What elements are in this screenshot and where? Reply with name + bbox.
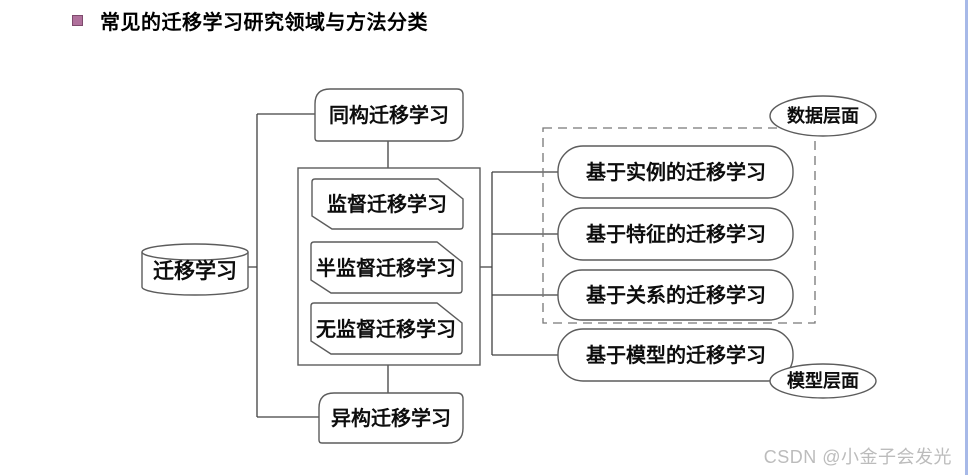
root-cylinder xyxy=(141,243,249,296)
heterogeneous-box xyxy=(318,392,464,444)
csdn-watermark: CSDN @小金子会发光 xyxy=(763,447,952,467)
cylinder-body xyxy=(141,252,249,296)
diagram-labels: 迁移学习 同构迁移学习 异构迁移学习 监督迁移学习 半监督迁移学习 无监督迁移学… xyxy=(153,103,859,430)
semi-supervised-card xyxy=(310,241,463,294)
instance-based-node xyxy=(557,145,794,199)
supervised-card xyxy=(311,178,464,230)
root-label: 迁移学习 xyxy=(153,259,237,283)
model-based-label: 基于模型的迁移学习 xyxy=(586,343,766,367)
data-level-label: 数据层面 xyxy=(787,105,859,126)
feature-based-label: 基于特征的迁移学习 xyxy=(586,222,766,246)
diagram-shapes xyxy=(141,88,877,444)
data-level-dashed-region xyxy=(542,127,816,324)
bullet-square xyxy=(72,15,83,26)
right-edge-strip xyxy=(965,0,968,475)
cylinder-top xyxy=(141,243,249,261)
title-bullet-icon xyxy=(72,15,83,26)
unsupervised-label: 无监督迁移学习 xyxy=(316,317,456,341)
instance-based-label: 基于实例的迁移学习 xyxy=(586,160,766,184)
page-title: 常见的迁移学习研究领域与方法分类 xyxy=(100,12,428,34)
title-row: 常见的迁移学习研究领域与方法分类 xyxy=(72,6,428,35)
supervised-label: 监督迁移学习 xyxy=(327,192,447,216)
model-level-badge xyxy=(769,363,877,399)
root-connector-line xyxy=(248,113,560,418)
relation-based-node xyxy=(557,269,794,321)
homogeneous-box xyxy=(314,88,464,142)
heterogeneous-label: 异构迁移学习 xyxy=(331,406,451,430)
feature-based-node xyxy=(557,207,794,261)
relation-based-label: 基于关系的迁移学习 xyxy=(586,283,766,307)
model-level-label: 模型层面 xyxy=(787,370,859,391)
data-level-badge xyxy=(769,95,877,137)
homogeneous-label: 同构迁移学习 xyxy=(329,103,449,127)
semi-supervised-label: 半监督迁移学习 xyxy=(316,256,456,280)
connector-lines xyxy=(248,113,560,418)
unsupervised-card xyxy=(310,302,463,355)
model-based-node xyxy=(557,328,794,382)
